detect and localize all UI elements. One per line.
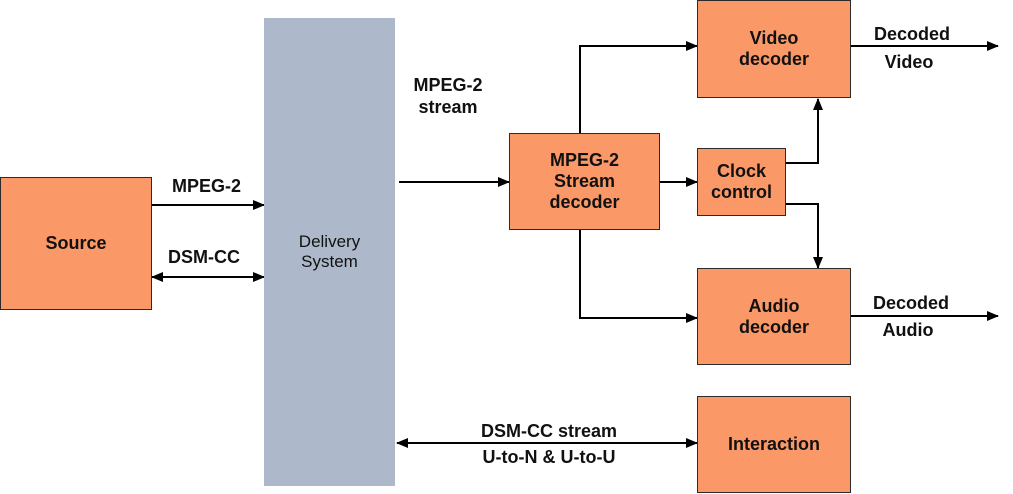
decoded-audio-line1: Decoded (872, 293, 950, 313)
source-label: Source (45, 233, 107, 253)
decoded-video-line1: Decoded (873, 24, 951, 44)
dsmcc-stream-label: DSM-CC stream U-to-N & U-to-U (446, 420, 652, 472)
delivery-system-box: Delivery System (264, 18, 395, 486)
video-decoder-box: Video decoder (697, 0, 851, 98)
delivery-label-line1: Delivery (298, 232, 361, 251)
clock-control-line2: control (711, 182, 772, 202)
interaction-label: Interaction (727, 434, 820, 454)
stream-decoder-line1: MPEG-2 (549, 150, 619, 170)
audio-decoder-box: Audio decoder (697, 268, 851, 365)
source-box: Source (0, 177, 152, 310)
decoded-video-line2: Video (884, 52, 934, 72)
stream-decoder-line3: decoder (549, 192, 620, 212)
dsmcc-label: DSM-CC (168, 247, 240, 267)
dsmcc-stream-line2: U-to-N & U-to-U (482, 447, 616, 467)
mpeg2-stream-label: MPEG-2 stream (406, 74, 490, 118)
arrow-clock-to-video-decoder (786, 98, 823, 164)
dsmcc-stream-line1: DSM-CC stream (480, 421, 618, 441)
interaction-box: Interaction (697, 396, 851, 493)
mpeg2-stream-line1: MPEG-2 (413, 75, 483, 95)
audio-decoder-line2: decoder (738, 316, 810, 337)
audio-decoder-line1: Audio (748, 295, 800, 316)
clock-control-box: Clock control (697, 148, 786, 216)
arrow-stream-to-audio-decoder (579, 230, 698, 323)
video-decoder-line1: Video (749, 28, 799, 48)
decoded-video-label: Decoded Video (862, 22, 962, 78)
mpeg2-label: MPEG-2 (172, 176, 242, 196)
arrow-clock-to-audio-decoder (786, 203, 823, 269)
decoded-audio-label: Decoded Audio (861, 291, 961, 345)
mpeg2-stream-line2: stream (418, 97, 478, 117)
arrow-stream-to-video-decoder (579, 41, 698, 133)
clock-control-line1: Clock (716, 161, 767, 181)
stream-decoder-box: MPEG-2 Stream decoder (509, 133, 660, 230)
stream-decoder-line2: Stream (553, 171, 616, 191)
delivery-label-line2: System (301, 252, 358, 271)
video-decoder-line2: decoder (738, 49, 810, 69)
decoded-audio-line2: Audio (882, 320, 934, 340)
